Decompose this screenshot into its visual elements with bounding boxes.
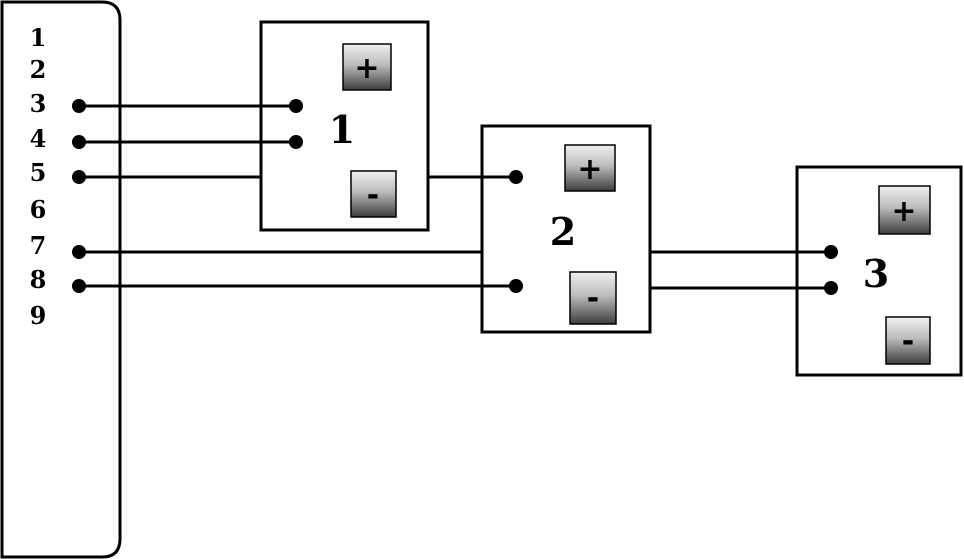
device1-positive-terminal-icon: + bbox=[342, 43, 392, 91]
pin-label-5: 5 bbox=[30, 158, 47, 187]
device1-positive-sign: + bbox=[354, 51, 379, 86]
pin8-contact-dot bbox=[72, 279, 86, 293]
pin4-contact-dot bbox=[72, 135, 86, 149]
contact-dots bbox=[72, 99, 838, 295]
pin7-contact-dot bbox=[72, 245, 86, 259]
pin3-contact-dot bbox=[72, 99, 86, 113]
device2-negative-terminal-icon: - bbox=[569, 271, 617, 325]
device1-input-dot-top bbox=[289, 99, 303, 113]
device3-negative-sign: - bbox=[902, 324, 914, 359]
device2-positive-sign: + bbox=[577, 152, 602, 187]
pin-label-3: 3 bbox=[30, 89, 47, 118]
device-label-2: 2 bbox=[550, 209, 576, 254]
device-label-1: 1 bbox=[329, 107, 355, 152]
device1-input-dot-bottom bbox=[289, 135, 303, 149]
device2-negative-sign: - bbox=[587, 281, 599, 316]
device2-positive-terminal-icon: + bbox=[564, 144, 616, 192]
pin-label-4: 4 bbox=[30, 124, 47, 153]
device2-input-dot-top bbox=[509, 170, 523, 184]
device3-positive-terminal-icon: + bbox=[878, 185, 931, 235]
device3-input-dot-top bbox=[824, 245, 838, 259]
connector-pin-labels: 1 2 3 4 5 6 7 8 9 bbox=[30, 23, 47, 330]
pin-label-1: 1 bbox=[30, 23, 47, 52]
pin-label-2: 2 bbox=[30, 55, 47, 84]
wires bbox=[77, 104, 833, 290]
device3-positive-sign: + bbox=[891, 194, 916, 229]
device3-negative-terminal-icon: - bbox=[885, 316, 931, 365]
device3-input-dot-bottom bbox=[824, 281, 838, 295]
device-label-3: 3 bbox=[863, 251, 889, 296]
pin-label-6: 6 bbox=[30, 195, 47, 224]
pin5-contact-dot bbox=[72, 170, 86, 184]
device2-input-dot-bottom bbox=[509, 279, 523, 293]
connector-strip bbox=[0, 0, 122, 559]
pin-label-9: 9 bbox=[30, 301, 47, 330]
pin-label-7: 7 bbox=[30, 231, 47, 260]
device1-negative-sign: - bbox=[367, 178, 379, 213]
device1-negative-terminal-icon: - bbox=[350, 170, 397, 218]
pin-label-8: 8 bbox=[30, 265, 47, 294]
